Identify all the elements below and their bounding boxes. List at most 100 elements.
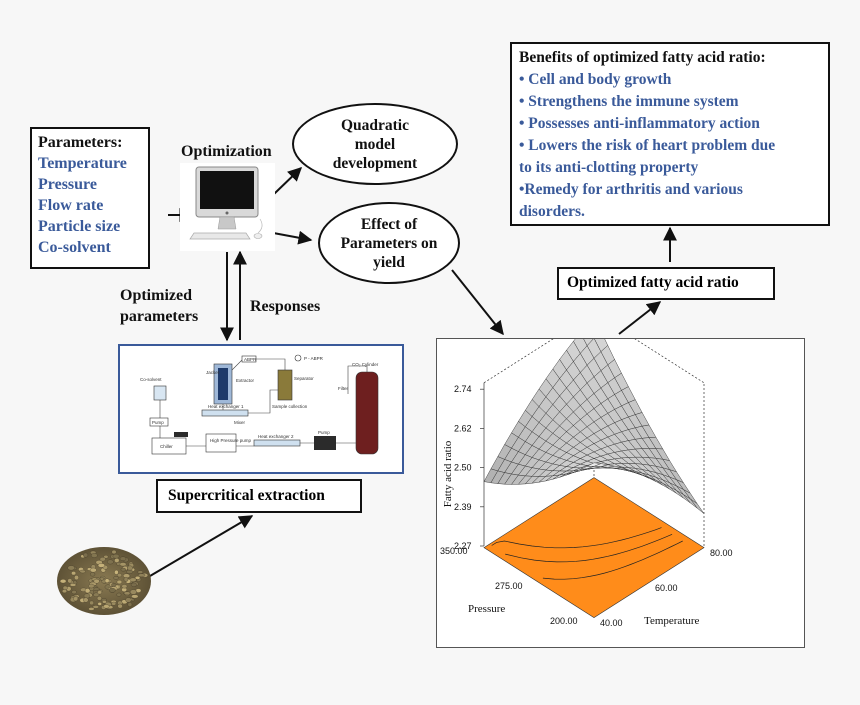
seed	[112, 553, 120, 559]
extractor-label: Extractor	[236, 378, 255, 383]
apparatus-schematic: Co-solvent Pump Chiller Jacket Extractor…	[140, 354, 379, 455]
contour-floor	[483, 477, 705, 618]
seed	[114, 558, 120, 563]
parameter-item: Co-solvent	[38, 239, 111, 256]
seed	[93, 578, 100, 584]
seed	[121, 584, 128, 589]
z-tick-label: 2.74	[454, 384, 472, 394]
piping-lines	[159, 358, 368, 447]
y-axis-label: Pressure	[468, 603, 505, 615]
seed	[102, 600, 107, 604]
seed	[83, 597, 89, 603]
seed	[137, 570, 144, 574]
x-tick-label: 40.00	[600, 618, 623, 628]
hpp-label: High Pressure pump	[210, 438, 252, 443]
pump-label: Pump	[152, 420, 164, 425]
seed	[116, 592, 122, 597]
seed	[109, 588, 116, 593]
benefit-item: • Strengthens the immune system	[519, 93, 739, 110]
seed	[111, 601, 117, 606]
seed	[126, 569, 134, 574]
parameter-item: Pressure	[38, 176, 97, 193]
seed	[129, 589, 137, 595]
seed	[83, 593, 91, 599]
z-tick-label: 2.27	[454, 541, 472, 551]
supercritical-extraction-box: Supercritical extraction	[156, 479, 362, 513]
jacket-label: Jacket	[206, 370, 220, 375]
seed	[97, 563, 105, 568]
separator-label: Separator	[294, 376, 314, 381]
x-tick-label: 80.00	[710, 548, 733, 558]
seed	[117, 573, 122, 578]
seed	[73, 596, 79, 602]
seed	[138, 573, 146, 578]
seed	[90, 572, 96, 577]
hx2-label: Heat exchanger 2	[258, 434, 294, 439]
cylinder-label: CO₂ Cylinder	[352, 362, 379, 367]
co2-cylinder	[355, 371, 379, 455]
benefit-item: • Cell and body growth	[519, 71, 672, 88]
seed	[67, 565, 75, 571]
seed	[130, 582, 137, 587]
benefits-box: Benefits of optimized fatty acid ratio: …	[510, 42, 830, 226]
seed	[91, 553, 98, 558]
benefit-item: disorders.	[519, 203, 585, 220]
seed	[107, 559, 114, 565]
quadratic-model-text: Quadratic model development	[332, 116, 418, 172]
seed	[114, 569, 119, 575]
effect-parameters-text: Effect of Parameters on yield	[340, 215, 438, 271]
surface-plot: Fatty acid ratio Pressure Temperature 2.…	[440, 312, 733, 628]
optimization-label: Optimization	[181, 143, 272, 160]
responses-label: Responses	[250, 298, 321, 315]
pump2-label: Pump	[318, 430, 330, 435]
x-axis-label: Temperature	[644, 615, 700, 627]
benefit-item: to its anti-clotting property	[519, 159, 699, 176]
z-tick-label: 2.62	[454, 423, 472, 433]
seed	[69, 583, 77, 587]
seed	[123, 591, 131, 595]
seed	[97, 602, 102, 606]
heat-exchanger-2	[253, 439, 301, 447]
seed	[120, 567, 126, 572]
computer-icon	[180, 163, 275, 251]
mixer-label: Mixer	[234, 420, 246, 425]
seed	[83, 552, 89, 558]
seed	[99, 577, 105, 581]
seed	[111, 549, 117, 555]
z-tick-label: 2.39	[454, 502, 472, 512]
seed	[71, 571, 76, 576]
seed	[99, 557, 106, 562]
seed	[123, 577, 129, 582]
response-surface-chart: Fatty acid ratio Pressure Temperature 2.…	[436, 312, 805, 648]
contour-line	[542, 540, 683, 580]
y-tick-label: 275.00	[495, 581, 523, 591]
surface-mesh	[480, 312, 705, 618]
seed	[131, 594, 139, 599]
extraction-apparatus-diagram: Co-solvent Pump Chiller Jacket Extractor…	[118, 344, 404, 474]
contour-line	[505, 533, 673, 563]
seed	[88, 583, 95, 589]
separator-vessel	[277, 369, 293, 401]
hx1-label: Heat exchanger 1	[208, 404, 244, 409]
seed	[92, 605, 99, 609]
seed	[135, 576, 141, 580]
optimized-parameters-label: Optimized parameters	[120, 287, 199, 325]
pump-unit	[149, 417, 169, 427]
y-tick-label: 200.00	[550, 616, 578, 626]
heat-exchanger-1	[201, 409, 249, 417]
pressure-gauge	[294, 354, 302, 362]
seed	[79, 569, 86, 574]
bpr-label: ABPR	[244, 357, 257, 362]
cosolvent-label: Co-solvent	[140, 377, 162, 382]
effect-parameters-ellipse: Effect of Parameters on yield	[318, 202, 460, 284]
seed	[89, 600, 94, 606]
seed	[97, 590, 102, 595]
seed	[117, 603, 123, 609]
seed	[125, 597, 132, 603]
cosolvent-vessel	[153, 385, 167, 401]
optimized-ratio-box: Optimized fatty acid ratio	[557, 267, 775, 300]
seed	[62, 585, 68, 590]
parameter-item: Flow rate	[38, 197, 104, 214]
seed	[113, 576, 119, 580]
